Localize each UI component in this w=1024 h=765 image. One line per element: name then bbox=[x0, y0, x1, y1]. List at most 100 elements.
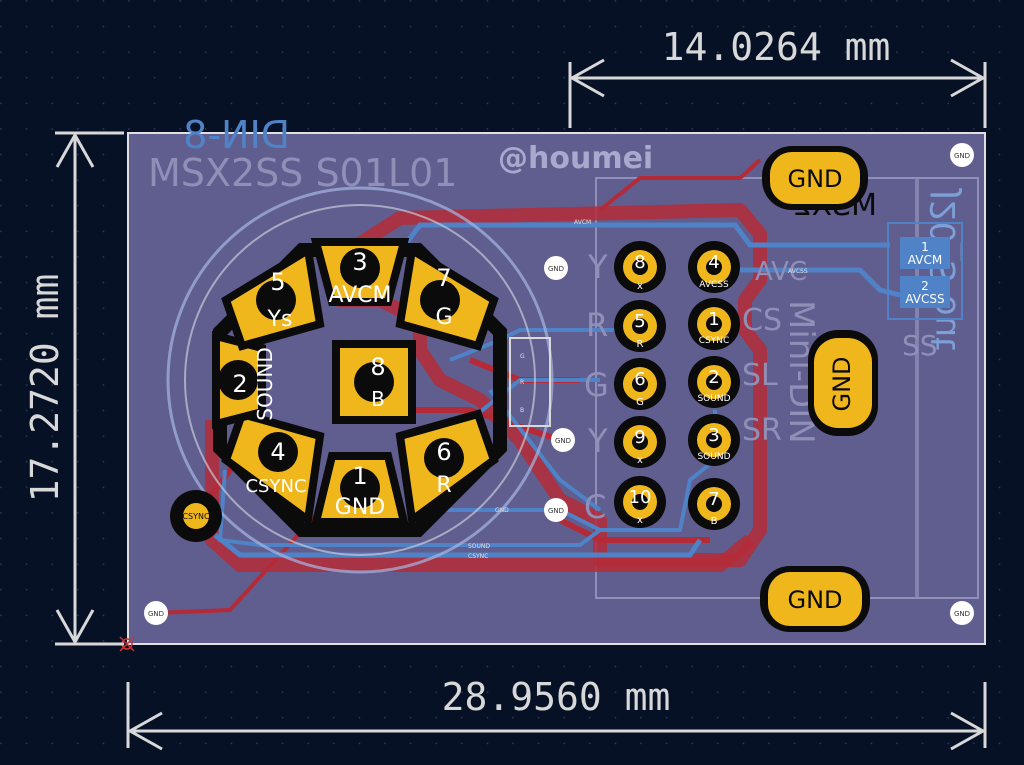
svg-text:B: B bbox=[371, 387, 385, 411]
front-trace-top bbox=[598, 158, 762, 212]
svg-text:x: x bbox=[637, 515, 643, 526]
din-pad-7[interactable]: 7 G bbox=[395, 243, 499, 351]
via-gnd-5[interactable]: GND bbox=[950, 143, 974, 167]
via-gnd-2[interactable]: GND bbox=[551, 428, 575, 452]
svg-text:AVC: AVC bbox=[755, 257, 807, 287]
svg-text:6: 6 bbox=[436, 438, 451, 466]
header-pin-1[interactable]: 1 CSYNC bbox=[688, 298, 740, 350]
dimension-left[interactable] bbox=[55, 131, 124, 646]
via-gnd-6[interactable]: GND bbox=[950, 601, 974, 625]
din-pad-6[interactable]: 6 R bbox=[395, 409, 499, 528]
header-right-column: 4 AVCSS 1 CSYNC 2 SOUND 3 SOUND 7 B bbox=[688, 241, 740, 530]
gnd-pad-bottom[interactable]: GND bbox=[760, 566, 870, 632]
svg-text:x: x bbox=[637, 281, 643, 292]
svg-text:4: 4 bbox=[270, 438, 285, 466]
svg-text:AVCSS: AVCSS bbox=[699, 280, 729, 290]
svg-text:CSYNC: CSYNC bbox=[182, 512, 210, 521]
board-name-text: MSX2SS S01L01 bbox=[148, 151, 457, 195]
letters-mid: AVC CS SL SR SS bbox=[742, 257, 938, 448]
svg-text:SL: SL bbox=[742, 358, 778, 393]
svg-text:8: 8 bbox=[370, 353, 385, 381]
back-trace-gnd bbox=[488, 388, 602, 512]
svg-text:5: 5 bbox=[270, 268, 285, 296]
din-pad-1[interactable]: 1 GND bbox=[310, 452, 410, 526]
dimension-left-label: 17.2720 mm bbox=[23, 274, 67, 503]
din-pad-2[interactable]: 2 SOUND bbox=[212, 330, 277, 430]
smd-pad-2[interactable]: 2 AVCSS bbox=[900, 276, 950, 308]
din-pad-4[interactable]: 4 CSYNC bbox=[221, 409, 325, 528]
svg-text:AVCM: AVCM bbox=[328, 283, 391, 308]
header-pin-2[interactable]: 2 SOUND bbox=[688, 356, 740, 408]
back-trace-avcss bbox=[715, 267, 901, 298]
trace-label-g: G bbox=[520, 353, 525, 360]
svg-text:7: 7 bbox=[436, 264, 451, 292]
svg-text:GND: GND bbox=[335, 495, 385, 520]
trace-label-csync: CSYNC bbox=[468, 553, 488, 560]
svg-text:GND: GND bbox=[148, 610, 164, 618]
header-pin-7[interactable]: 7 B bbox=[688, 478, 740, 530]
svg-text:5: 5 bbox=[634, 311, 645, 332]
din-pad-8[interactable]: 8 B bbox=[332, 340, 416, 424]
header-pin-6[interactable]: 6 G bbox=[614, 358, 666, 410]
svg-text:AVCM: AVCM bbox=[908, 253, 942, 267]
header-pin-4[interactable]: 4 AVCSS bbox=[688, 241, 740, 293]
header-pin-3[interactable]: 3 SOUND bbox=[688, 414, 740, 466]
header-pin-9[interactable]: 9 x bbox=[614, 416, 666, 468]
svg-text:x: x bbox=[637, 455, 643, 466]
trace-label-r: R bbox=[520, 379, 524, 386]
svg-text:7: 7 bbox=[708, 489, 719, 510]
gnd-pad-top[interactable]: GND bbox=[762, 146, 868, 210]
svg-text:SOUND: SOUND bbox=[253, 347, 277, 420]
header-pin-10[interactable]: 10 x bbox=[614, 476, 666, 528]
trace-label-gnd: GND bbox=[495, 507, 509, 514]
via-csync[interactable]: CSYNC bbox=[170, 490, 222, 542]
svg-text:GND: GND bbox=[548, 265, 564, 273]
header-pin-8[interactable]: 8 x bbox=[614, 241, 666, 293]
svg-text:GND: GND bbox=[787, 586, 842, 614]
svg-text:Y: Y bbox=[587, 422, 608, 460]
svg-text:8: 8 bbox=[634, 252, 645, 273]
front-trace-b bbox=[390, 407, 561, 443]
via-gnd-1[interactable]: GND bbox=[544, 256, 568, 280]
dimension-top[interactable] bbox=[568, 58, 987, 128]
front-trace-gnd bbox=[154, 498, 332, 615]
gnd-pad-middle[interactable]: GND bbox=[808, 330, 878, 436]
smd-pad-courtyard bbox=[887, 222, 963, 320]
dimension-bottom-label: 28.9560 mm bbox=[442, 675, 671, 719]
svg-text:B: B bbox=[711, 516, 718, 527]
back-trace-avcm bbox=[403, 222, 890, 248]
svg-text:1: 1 bbox=[921, 240, 929, 254]
svg-text:Y: Y bbox=[587, 248, 608, 286]
connector-inner-outline bbox=[595, 177, 917, 599]
svg-text:3: 3 bbox=[352, 248, 367, 276]
dimension-bottom[interactable] bbox=[126, 682, 987, 751]
back-trace-r bbox=[449, 328, 640, 362]
svg-text:4: 4 bbox=[708, 252, 719, 273]
svg-text:SR: SR bbox=[742, 413, 782, 448]
din-pad-5[interactable]: 5 Ys bbox=[221, 243, 325, 351]
svg-text:2: 2 bbox=[921, 279, 929, 293]
svg-text:G: G bbox=[636, 397, 644, 408]
svg-text:9: 9 bbox=[634, 427, 645, 448]
svg-text:3: 3 bbox=[708, 425, 719, 446]
back-label-right: J20_S-out bbox=[924, 188, 964, 350]
header-pin-5[interactable]: 5 R bbox=[614, 300, 666, 352]
svg-text:Ys: Ys bbox=[267, 307, 293, 332]
svg-text:R: R bbox=[586, 306, 608, 344]
trace-label-b: B bbox=[520, 407, 524, 414]
trace-label-avcss: AVCSS bbox=[788, 268, 808, 275]
svg-text:SOUND: SOUND bbox=[697, 394, 730, 404]
svg-text:GND: GND bbox=[548, 507, 564, 515]
svg-text:GND: GND bbox=[555, 437, 571, 445]
svg-text:2: 2 bbox=[708, 367, 719, 388]
dimension-top-label: 14.0264 mm bbox=[662, 25, 891, 69]
svg-text:2: 2 bbox=[232, 370, 247, 398]
via-gnd-3[interactable]: GND bbox=[544, 498, 568, 522]
via-gnd-4[interactable]: GND bbox=[144, 601, 168, 625]
din-pad-3[interactable]: 3 AVCM bbox=[310, 238, 410, 308]
smd-pad-1[interactable]: 1 AVCM bbox=[900, 237, 950, 269]
svg-text:R: R bbox=[436, 473, 451, 498]
din-outer-ring bbox=[166, 186, 554, 574]
trace-label-sound: SOUND bbox=[468, 543, 490, 550]
